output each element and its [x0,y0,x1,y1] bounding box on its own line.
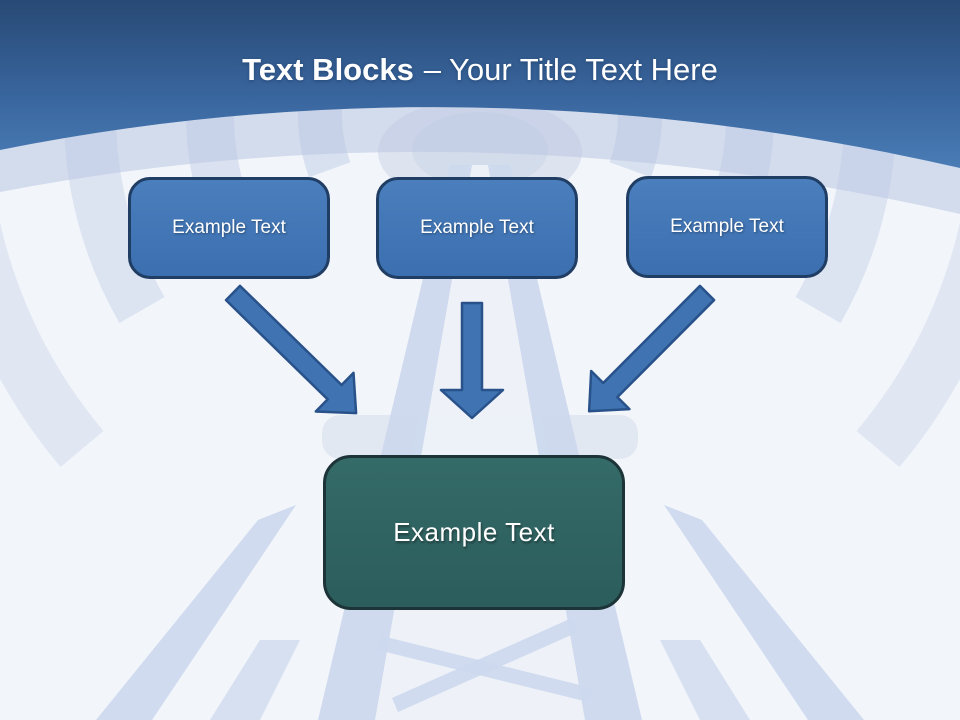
text-block-3-label: Example Text [670,216,784,237]
text-block-1: Example Text [128,177,330,279]
header-shape [0,0,960,168]
tower-legs-icon [96,505,864,720]
header-band [0,0,960,214]
center-text-block-label: Example Text [393,517,555,547]
text-block-3: Example Text [626,176,828,278]
text-block-1-label: Example Text [172,217,286,238]
center-text-block: Example Text [323,455,625,610]
header-underglow [0,107,960,214]
title-bold-text: Text Blocks [242,52,414,87]
text-block-2-label: Example Text [420,217,534,238]
title-regular-text: – Your Title Text Here [423,52,718,87]
text-block-2: Example Text [376,177,578,279]
slide-title: Text Blocks – Your Title Text Here [0,50,960,90]
